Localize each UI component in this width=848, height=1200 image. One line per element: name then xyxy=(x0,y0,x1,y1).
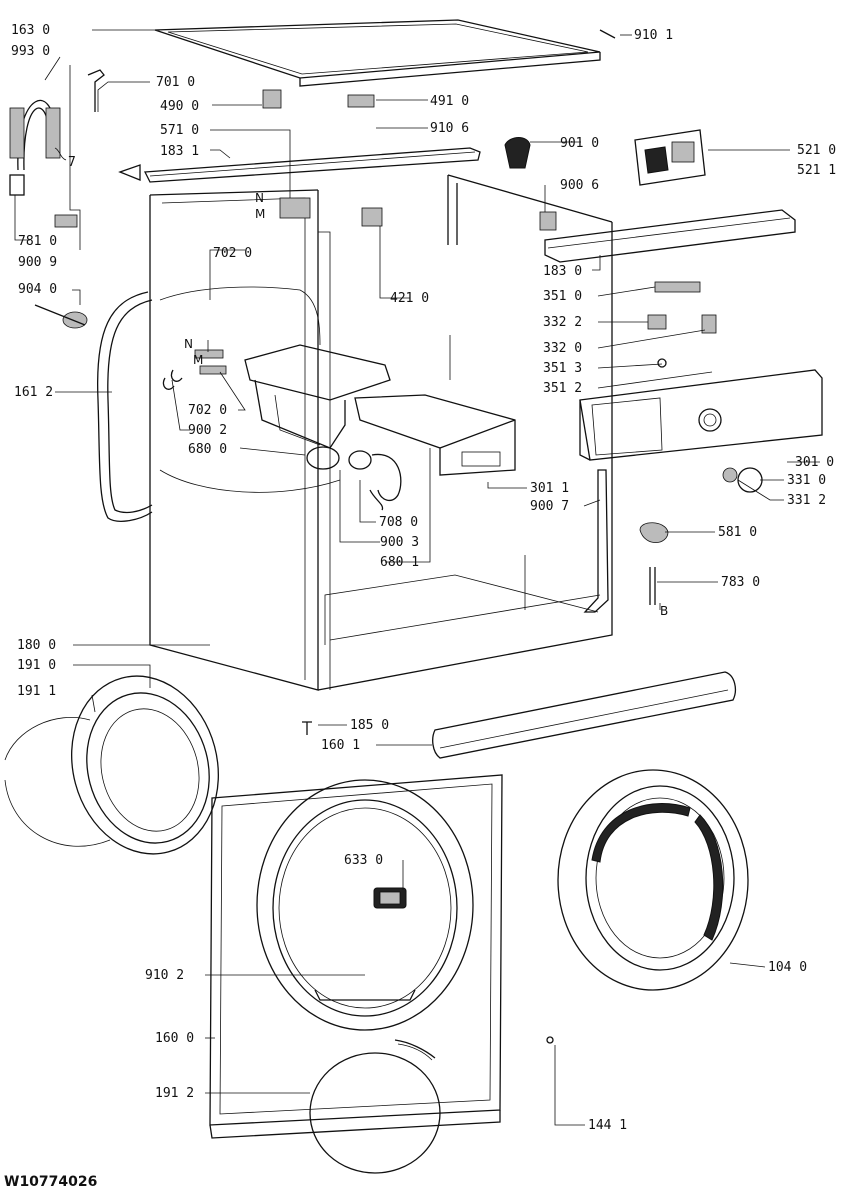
callout-191-2: 191 2 xyxy=(155,1086,194,1101)
callout-910-2: 910 2 xyxy=(145,968,184,983)
clamp-ring xyxy=(96,291,153,522)
electronic-module xyxy=(634,129,706,186)
callout-490-0: 490 0 xyxy=(160,99,199,114)
callout-180-0: 180 0 xyxy=(17,638,56,653)
callout-633-0: 633 0 xyxy=(344,853,383,868)
marker-m-top: M xyxy=(255,207,265,221)
callout-521-0: 521 0 xyxy=(797,143,836,158)
callout-160-0: 160 0 xyxy=(155,1031,194,1046)
rear-rail xyxy=(544,209,796,263)
callout-7: 7 xyxy=(68,155,76,170)
callout-702-0-top: 702 0 xyxy=(213,246,252,261)
callout-351-0: 351 0 xyxy=(543,289,582,304)
callout-160-1: 160 1 xyxy=(321,738,360,753)
inlet-hose xyxy=(9,99,61,196)
door-gasket xyxy=(4,675,219,855)
detergent-dispenser xyxy=(244,344,516,511)
callout-161-2: 161 2 xyxy=(14,385,53,400)
marker-m-mid: M xyxy=(193,353,203,367)
control-panel xyxy=(579,369,823,461)
seal-ring xyxy=(309,1039,441,1174)
detail-outline xyxy=(159,286,341,493)
callout-571-0: 571 0 xyxy=(160,123,199,138)
callout-781-0: 781 0 xyxy=(18,234,57,249)
callout-900-2: 900 2 xyxy=(188,423,227,438)
callout-521-1: 521 1 xyxy=(797,163,836,178)
callout-labels: 163 0 993 0 7 781 0 900 9 904 0 701 0 49… xyxy=(11,23,836,1133)
callout-332-2: 332 2 xyxy=(543,315,582,330)
callout-900-6: 900 6 xyxy=(560,178,599,193)
callout-351-3: 351 3 xyxy=(543,361,582,376)
callout-708-0: 708 0 xyxy=(379,515,418,530)
callout-421-0: 421 0 xyxy=(390,291,429,306)
front-panel xyxy=(209,774,503,1139)
callout-581-0: 581 0 xyxy=(718,525,757,540)
callout-680-1: 680 1 xyxy=(380,555,419,570)
callout-993-0: 993 0 xyxy=(11,44,50,59)
callout-185-0: 185 0 xyxy=(350,718,389,733)
callout-900-3: 900 3 xyxy=(380,535,419,550)
top-panel xyxy=(154,19,601,87)
callout-301-1: 301 1 xyxy=(530,481,569,496)
callout-702-0-bottom: 702 0 xyxy=(188,403,227,418)
callout-783-0: 783 0 xyxy=(721,575,760,590)
callout-183-0: 183 0 xyxy=(543,264,582,279)
callout-701-0: 701 0 xyxy=(156,75,195,90)
callout-904-0: 904 0 xyxy=(18,282,57,297)
callout-144-1: 144 1 xyxy=(588,1118,627,1133)
callout-491-0: 491 0 xyxy=(430,94,469,109)
callout-163-0: 163 0 xyxy=(11,23,50,38)
callout-910-1: 910 1 xyxy=(634,28,673,43)
marker-b: B xyxy=(660,604,668,618)
callout-301-0: 301 0 xyxy=(795,455,834,470)
door-assembly xyxy=(557,769,749,991)
callout-900-9: 900 9 xyxy=(18,255,57,270)
callout-191-0: 191 0 xyxy=(17,658,56,673)
marker-n-mid: N xyxy=(184,337,193,351)
callout-351-2: 351 2 xyxy=(543,381,582,396)
callout-900-7: 900 7 xyxy=(530,499,569,514)
small-parts xyxy=(34,29,763,1044)
callout-104-0: 104 0 xyxy=(768,960,807,975)
marker-n-top: N xyxy=(255,191,264,205)
kick-plate xyxy=(432,671,736,759)
callout-332-0: 332 0 xyxy=(543,341,582,356)
callout-910-6: 910 6 xyxy=(430,121,469,136)
callout-331-2: 331 2 xyxy=(787,493,826,508)
document-code: W10774026 xyxy=(4,1174,98,1190)
callout-331-0: 331 0 xyxy=(787,473,826,488)
terminal-markers: N M N M B xyxy=(184,191,668,618)
leader-lines xyxy=(14,29,820,1126)
callout-680-0: 680 0 xyxy=(188,442,227,457)
callout-901-0: 901 0 xyxy=(560,136,599,151)
callout-183-1: 183 1 xyxy=(160,144,199,159)
callout-191-1: 191 1 xyxy=(17,684,56,699)
top-rail xyxy=(143,147,481,183)
